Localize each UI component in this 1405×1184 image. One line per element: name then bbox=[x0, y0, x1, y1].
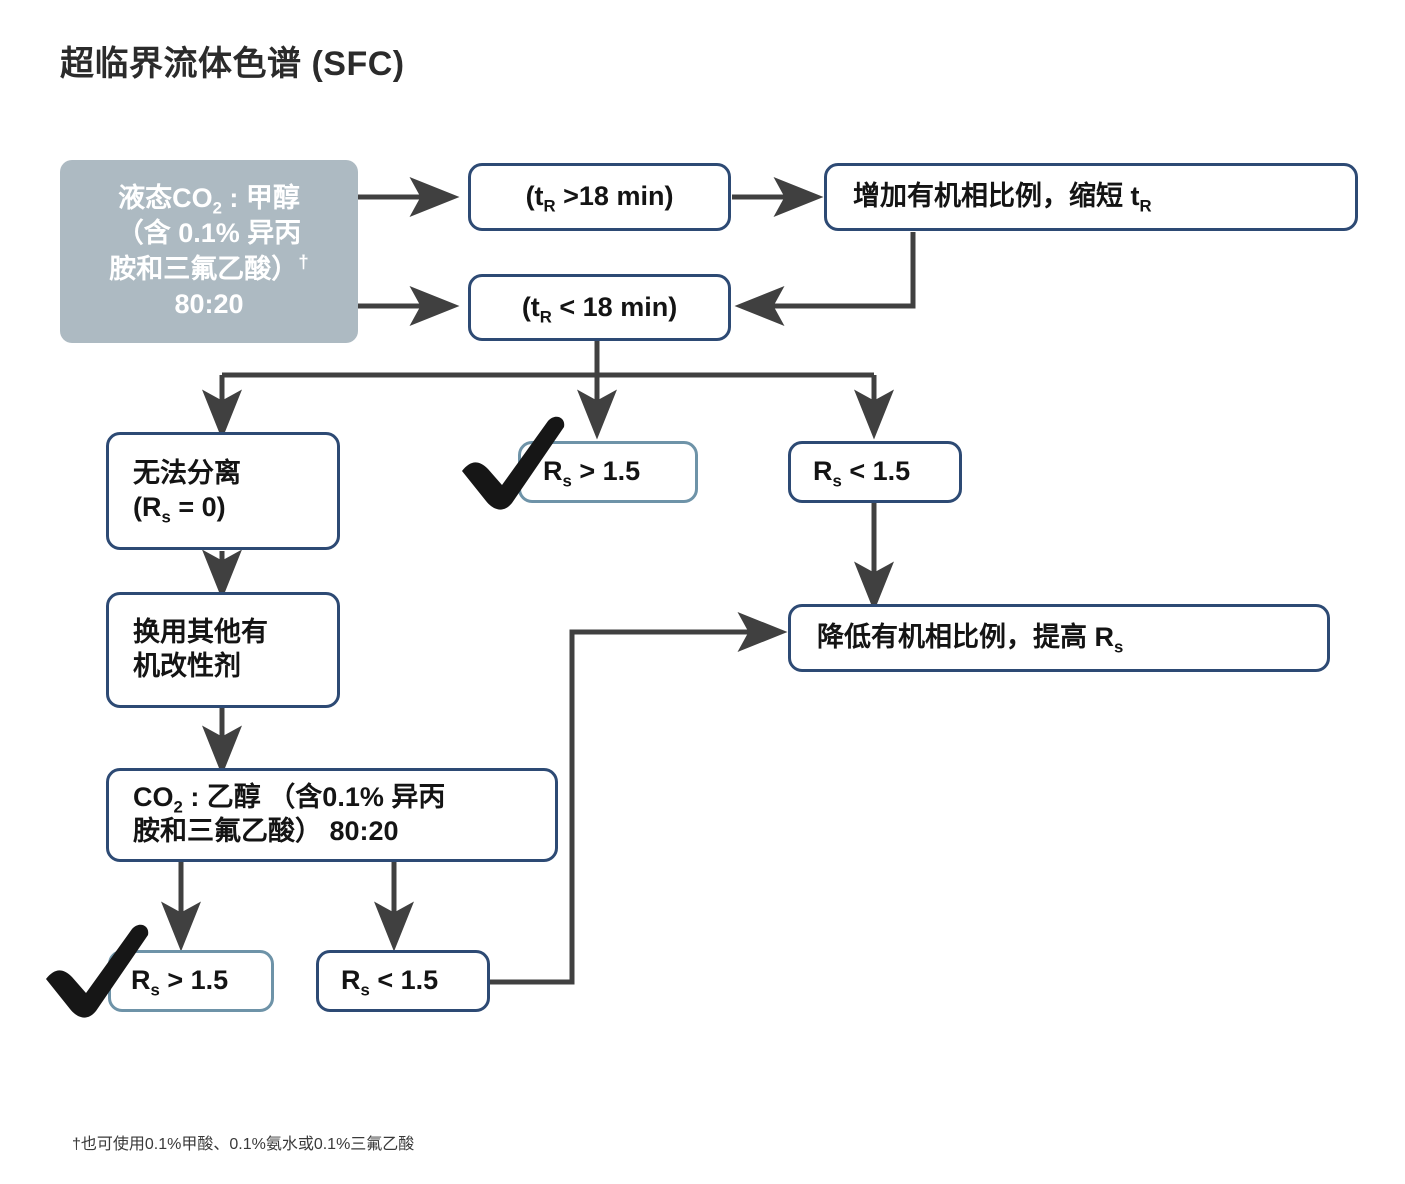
start-line-3: 胺和三氟乙酸）† bbox=[109, 252, 309, 287]
tr-gt-text: (tR >18 min) bbox=[526, 180, 674, 214]
tr-gt-subscript: R bbox=[543, 196, 556, 216]
page-title: 超临界流体色谱 (SFC) bbox=[60, 45, 405, 83]
node-no-separation[interactable]: 无法分离 (Rs = 0) bbox=[106, 432, 340, 550]
wire-increase-to-tr-lt bbox=[734, 232, 916, 326]
switch-modifier-line-1: 换用其他有 bbox=[133, 617, 268, 648]
start-line3-text: 胺和三氟乙酸） bbox=[109, 253, 299, 284]
co2-ethanol-post: : 乙醇 （含0.1% 异丙 bbox=[182, 782, 446, 813]
node-rs-less-1.5-top[interactable]: Rs < 1.5 bbox=[788, 441, 962, 503]
increase-organic-pre: 增加有机相比例，缩短 t bbox=[853, 181, 1140, 212]
rs-gt-bottom-text: Rs > 1.5 bbox=[131, 964, 228, 998]
rs-lt-bottom-subscript: s bbox=[360, 980, 370, 1000]
co2-ethanol-pre: CO bbox=[133, 782, 174, 813]
start-dagger-marker: † bbox=[298, 251, 309, 273]
tr-gt-post: >18 min) bbox=[555, 181, 674, 212]
rs-lt-bottom-text: Rs < 1.5 bbox=[341, 964, 438, 998]
rs-gt-top-text: Rs > 1.5 bbox=[543, 455, 640, 489]
no-separation-line-2: (Rs = 0) bbox=[133, 491, 226, 525]
co2-ethanol-line-1: CO2 : 乙醇 （含0.1% 异丙 bbox=[133, 781, 445, 815]
tr-gt-pre: (t bbox=[525, 181, 544, 212]
start-line1-subscript: 2 bbox=[212, 198, 222, 218]
node-tr-less-18[interactable]: (tR < 18 min) bbox=[468, 274, 731, 341]
rs-gt-bottom-post: > 1.5 bbox=[159, 965, 229, 996]
no-separation-post: = 0) bbox=[170, 492, 226, 522]
no-separation-subscript: s bbox=[161, 507, 171, 527]
node-start-mobile-phase[interactable]: 液态CO2 : 甲醇 （含 0.1% 异丙 胺和三氟乙酸）† 80:20 bbox=[60, 160, 358, 343]
rs-gt-top-post: > 1.5 bbox=[571, 456, 641, 487]
tr-lt-post: < 18 min) bbox=[551, 291, 678, 322]
node-decrease-organic-phase[interactable]: 降低有机相比例，提高 Rs bbox=[788, 604, 1330, 672]
start-line1-post: : 甲醇 bbox=[221, 183, 300, 214]
node-co2-ethanol[interactable]: CO2 : 乙醇 （含0.1% 异丙 胺和三氟乙酸） 80:20 bbox=[106, 768, 558, 862]
rs-lt-top-text: Rs < 1.5 bbox=[813, 455, 910, 489]
node-tr-greater-18[interactable]: (tR >18 min) bbox=[468, 163, 731, 231]
rs-gt-top-subscript: s bbox=[562, 471, 572, 491]
node-increase-organic-phase[interactable]: 增加有机相比例，缩短 tR bbox=[824, 163, 1358, 231]
rs-lt-top-pre: R bbox=[813, 456, 833, 487]
rs-gt-bottom-pre: R bbox=[131, 965, 151, 996]
rs-gt-top-pre: R bbox=[543, 456, 563, 487]
rs-lt-top-subscript: s bbox=[832, 471, 842, 491]
switch-modifier-line-2: 机改性剂 bbox=[133, 651, 241, 681]
tr-lt-text: (tR < 18 min) bbox=[522, 291, 677, 325]
co2-ethanol-line-2: 胺和三氟乙酸） 80:20 bbox=[133, 816, 399, 846]
rs-gt-bottom-subscript: s bbox=[150, 980, 160, 1000]
co2-ethanol-subscript: 2 bbox=[173, 797, 183, 817]
tr-lt-pre: (t bbox=[521, 291, 540, 322]
no-separation-pre: (R bbox=[133, 492, 162, 522]
decrease-organic-text: 降低有机相比例，提高 Rs bbox=[817, 621, 1123, 655]
footnote-text: †也可使用0.1%甲酸、0.1%氨水或0.1%三氟乙酸 bbox=[72, 1136, 415, 1153]
rs-lt-bottom-pre: R bbox=[341, 965, 361, 996]
no-separation-line-1: 无法分离 bbox=[133, 458, 241, 489]
rs-lt-bottom-post: < 1.5 bbox=[369, 965, 439, 996]
node-rs-less-1.5-bottom[interactable]: Rs < 1.5 bbox=[316, 950, 490, 1012]
start-line-4: 80:20 bbox=[174, 288, 244, 319]
decrease-organic-subscript: s bbox=[1114, 637, 1124, 657]
increase-organic-subscript: R bbox=[1139, 196, 1152, 216]
increase-organic-text: 增加有机相比例，缩短 tR bbox=[853, 180, 1152, 214]
node-rs-greater-1.5-top[interactable]: Rs > 1.5 bbox=[518, 441, 698, 503]
node-rs-greater-1.5-bottom[interactable]: Rs > 1.5 bbox=[108, 950, 274, 1012]
start-line1-pre: 液态CO bbox=[118, 183, 213, 214]
decrease-organic-pre: 降低有机相比例，提高 R bbox=[817, 622, 1114, 653]
rs-lt-top-post: < 1.5 bbox=[841, 456, 911, 487]
node-switch-modifier[interactable]: 换用其他有 机改性剂 bbox=[106, 592, 340, 708]
start-line-2: （含 0.1% 异丙 bbox=[116, 218, 302, 249]
tr-lt-subscript: R bbox=[539, 307, 552, 327]
start-line-1: 液态CO2 : 甲醇 bbox=[118, 181, 300, 216]
